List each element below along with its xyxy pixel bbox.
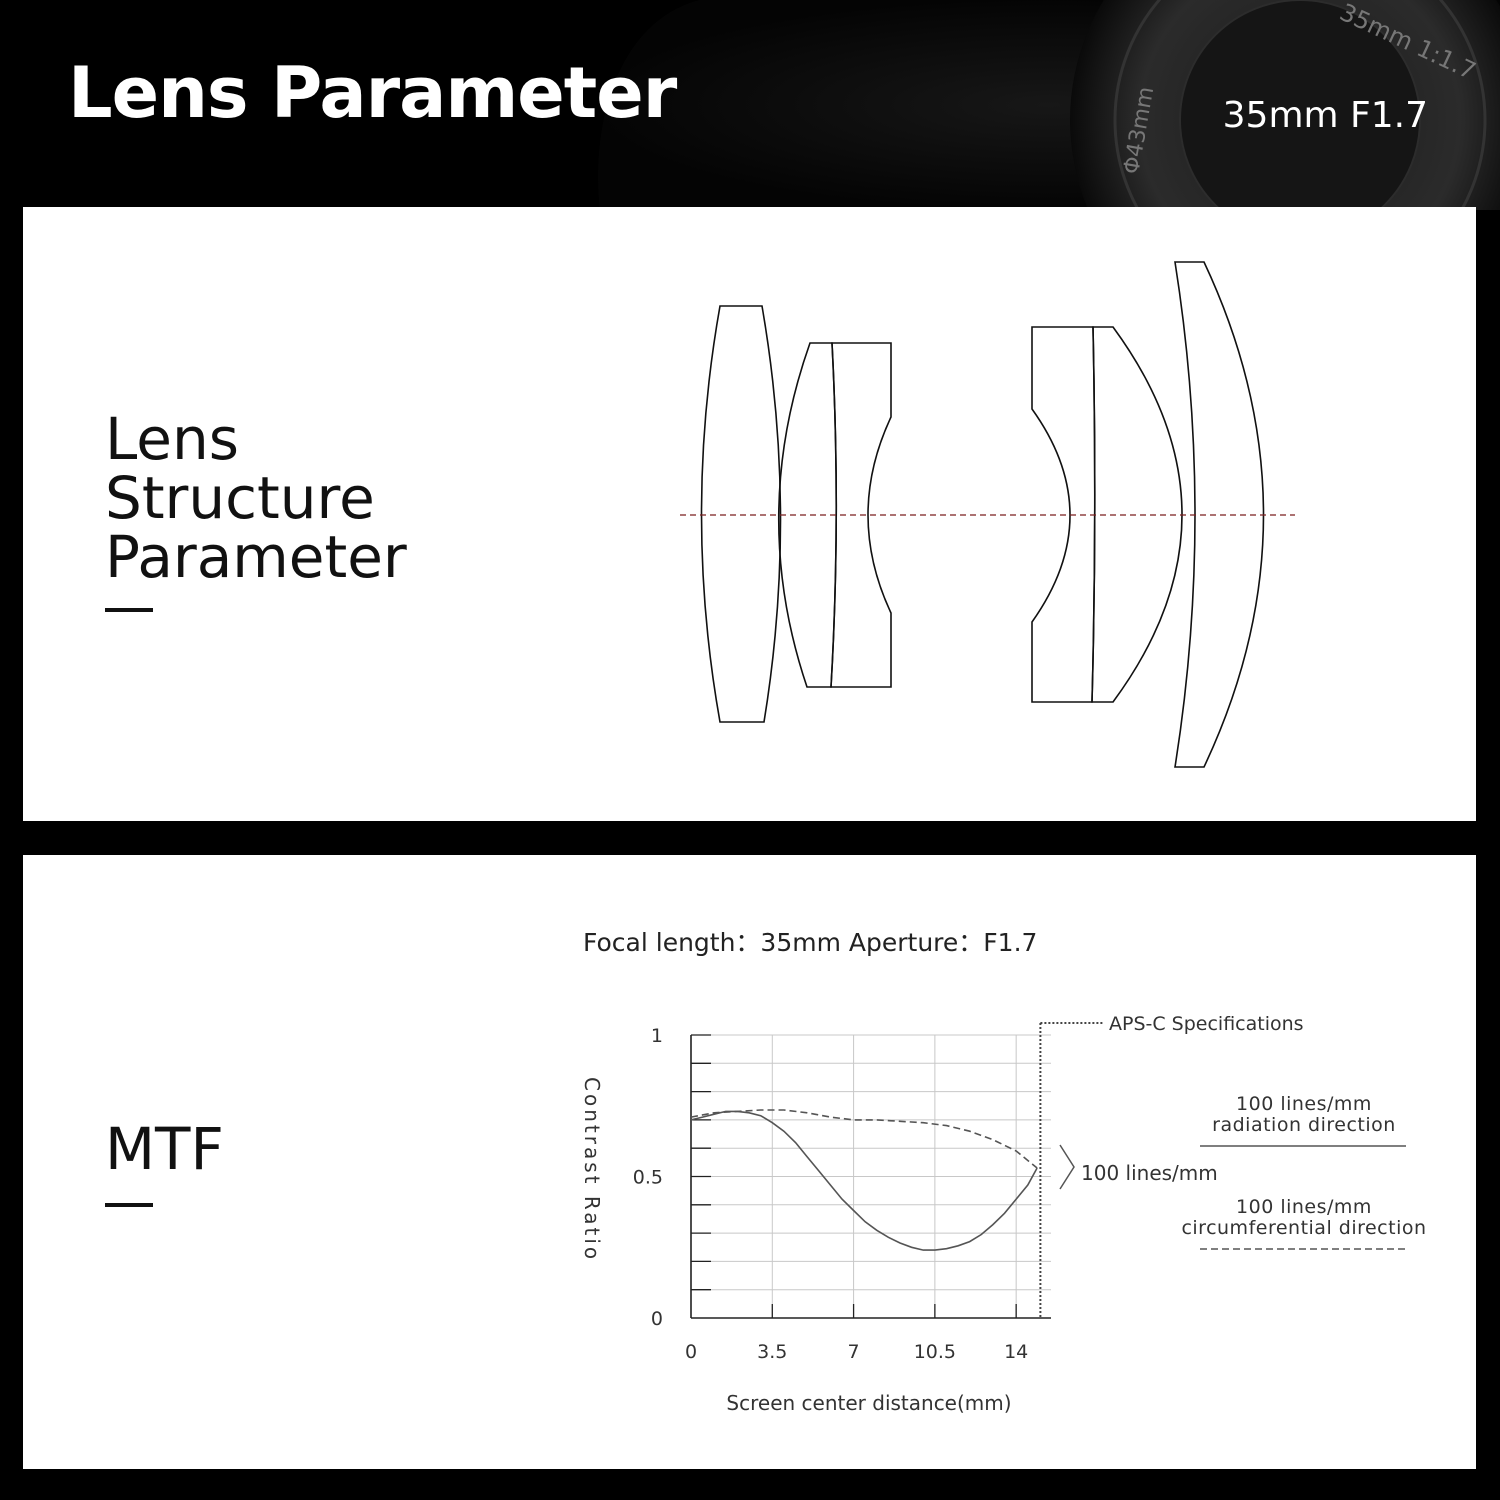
y-tick-label: 0.5 — [633, 1167, 663, 1189]
x-axis-label: Screen center distance(mm) — [726, 1391, 1011, 1415]
lens-structure-heading: Lens Structure Parameter — [105, 410, 407, 587]
aps-c-label: APS-C Specifications — [1109, 1013, 1304, 1035]
mtf-heading: MTF — [105, 1120, 224, 1179]
camera-background: 35mm 1:1.7 Φ43mm — [0, 0, 1500, 210]
lens-structure-panel: Lens Structure Parameter — [23, 207, 1476, 821]
x-tick-label: 3.5 — [757, 1341, 787, 1363]
lens-element-5 — [1091, 326, 1183, 703]
legend-text: circumferential direction — [1181, 1217, 1426, 1239]
heading-line: Structure — [105, 464, 375, 532]
heading-underline — [105, 608, 153, 612]
curve-bracket — [1059, 1144, 1075, 1190]
series-circumferential — [690, 1109, 1038, 1169]
chart-grid — [691, 1034, 1051, 1318]
x-tick-label: 0 — [685, 1341, 697, 1363]
legend-text: 100 lines/mm — [1236, 1093, 1372, 1115]
series-radiation — [690, 1110, 1038, 1251]
x-tick-label: 14 — [1004, 1341, 1028, 1363]
lens-element-3 — [830, 342, 892, 688]
lens-element-6 — [1174, 261, 1265, 768]
legend-text: radiation direction — [1212, 1114, 1396, 1136]
heading-line: MTF — [105, 1115, 224, 1183]
y-axis-label: Contrast Ratio — [580, 1077, 604, 1262]
lens-element-2 — [777, 342, 838, 688]
page-title: Lens Parameter — [68, 52, 677, 134]
heading-underline — [105, 1203, 153, 1207]
x-tick-label: 7 — [848, 1341, 860, 1363]
chart-axes: 0 3.5 7 10.5 14 0 0.5 1 — [633, 1022, 1103, 1363]
y-tick-label: 0 — [651, 1308, 663, 1330]
heading-line: Lens — [105, 405, 239, 473]
chart-title: Focal length：35mm Aperture：F1.7 — [583, 928, 1037, 957]
legend-text: 100 lines/mm — [1236, 1196, 1372, 1218]
x-tick-label: 10.5 — [914, 1341, 956, 1363]
chart-series — [690, 1109, 1038, 1251]
bracket-label: 100 lines/mm — [1081, 1161, 1218, 1185]
lens-model-label: 35mm F1.7 — [1222, 95, 1428, 136]
y-tick-label: 1 — [651, 1025, 663, 1047]
lens-element-1 — [700, 305, 782, 723]
heading-line: Parameter — [105, 523, 407, 591]
mtf-panel: MTF Focal length：35mm Aperture：F1.7 0 3.5… — [23, 855, 1476, 1469]
lens-structure-diagram — [680, 261, 1295, 768]
